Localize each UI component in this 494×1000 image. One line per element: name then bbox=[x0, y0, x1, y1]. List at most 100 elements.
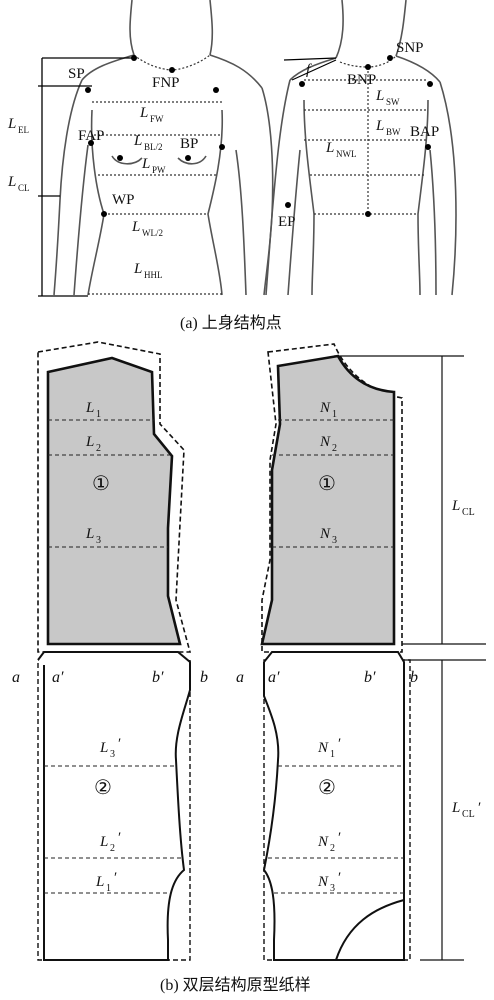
svg-text:L: L bbox=[131, 219, 140, 235]
left-lower-pattern bbox=[37, 651, 191, 961]
label-lbl2: L BL/2 bbox=[133, 133, 163, 152]
left-upper-number: ① bbox=[92, 473, 110, 495]
label-l1: L 1 bbox=[85, 400, 101, 420]
right-upper-number: ① bbox=[318, 473, 336, 495]
edge-label-aprime-left: a′ bbox=[52, 669, 64, 686]
left-lower-dashed-lines bbox=[44, 765, 182, 894]
front-dimension-bars bbox=[38, 57, 134, 297]
point-snp bbox=[387, 55, 393, 61]
svg-text:2: 2 bbox=[96, 443, 101, 454]
label-lclp-b: L CL ′ bbox=[451, 800, 481, 820]
svg-text:1: 1 bbox=[332, 409, 337, 420]
svg-text:3: 3 bbox=[110, 749, 115, 760]
svg-text:′: ′ bbox=[338, 870, 341, 886]
right-upper-shape bbox=[260, 354, 396, 646]
svg-text:N: N bbox=[319, 434, 331, 450]
svg-text:EL: EL bbox=[18, 125, 29, 135]
front-horizontal-lines bbox=[88, 101, 222, 295]
svg-text:L: L bbox=[85, 400, 94, 416]
point-back-shoulder-left bbox=[299, 81, 305, 87]
svg-text:CL: CL bbox=[462, 809, 475, 820]
front-bust-left bbox=[111, 155, 143, 165]
svg-text:N: N bbox=[317, 874, 329, 890]
svg-text:HHL: HHL bbox=[144, 270, 163, 280]
svg-text:L: L bbox=[133, 133, 142, 149]
svg-text:N: N bbox=[317, 740, 329, 756]
svg-text:L: L bbox=[85, 434, 94, 450]
label-n2p: N 2 ′ bbox=[317, 830, 341, 854]
front-body-figure bbox=[53, 0, 274, 296]
edge-label-bprime-left: b′ bbox=[152, 669, 164, 686]
label-angle-f: f bbox=[306, 62, 312, 78]
svg-text:L: L bbox=[451, 498, 460, 514]
svg-text:1: 1 bbox=[106, 883, 111, 894]
point-fnp bbox=[169, 67, 175, 73]
back-arm-right-outer bbox=[439, 81, 457, 296]
right-dimension-lines bbox=[334, 355, 486, 961]
front-neck-right bbox=[209, 0, 214, 56]
back-torso-left bbox=[303, 99, 315, 296]
label-lpw: L PW bbox=[141, 156, 166, 175]
angle-line-slope bbox=[291, 59, 337, 81]
svg-text:NWL: NWL bbox=[336, 149, 357, 159]
right-upper-pattern bbox=[260, 343, 403, 653]
label-bap: BAP bbox=[410, 124, 439, 140]
back-shoulder-left bbox=[289, 57, 337, 81]
label-bnp: BNP bbox=[347, 72, 376, 88]
angle-line-horizontal bbox=[283, 57, 337, 61]
point-bap bbox=[425, 144, 431, 150]
left-lower-shape bbox=[37, 651, 191, 961]
label-n3p: N 3 ′ bbox=[317, 870, 341, 894]
svg-text:FW: FW bbox=[150, 114, 164, 124]
edge-label-a-right: a bbox=[236, 669, 244, 686]
label-n1p: N 1 ′ bbox=[317, 736, 341, 760]
left-upper-seam-allowance bbox=[37, 341, 192, 653]
svg-text:L: L bbox=[141, 156, 150, 172]
left-upper-shape bbox=[46, 356, 182, 646]
back-arm-right-inner bbox=[429, 149, 437, 296]
label-l2p: L 2 ′ bbox=[99, 830, 121, 854]
edge-label-bprime-right: b′ bbox=[364, 669, 376, 686]
point-back-waist bbox=[365, 211, 371, 217]
label-lhhl: L HHL bbox=[133, 261, 163, 280]
caption-b: (b) 双层结构原型纸样 bbox=[160, 976, 311, 994]
label-lbw: L BW bbox=[375, 118, 401, 137]
svg-text:3: 3 bbox=[330, 883, 335, 894]
back-neck-right bbox=[395, 0, 407, 57]
back-body-figure bbox=[263, 0, 457, 296]
left-lower-outer-dashed bbox=[37, 659, 191, 961]
label-l3p: L 3 ′ bbox=[99, 736, 121, 760]
svg-text:L: L bbox=[133, 261, 142, 277]
back-neck-left bbox=[335, 0, 344, 59]
label-lfw: L FW bbox=[139, 105, 164, 124]
label-lsw: L SW bbox=[375, 88, 400, 107]
label-ep: EP bbox=[278, 214, 296, 230]
label-l2: L 2 bbox=[85, 434, 101, 454]
right-lower-shape bbox=[262, 651, 405, 961]
svg-text:′: ′ bbox=[114, 870, 117, 886]
label-l1p: L 1 ′ bbox=[95, 870, 117, 894]
svg-text:L: L bbox=[7, 174, 16, 190]
label-bp: BP bbox=[180, 136, 198, 152]
svg-text:N: N bbox=[317, 834, 329, 850]
svg-text:L: L bbox=[95, 874, 104, 890]
svg-text:PW: PW bbox=[152, 165, 166, 175]
right-lower-dashed-lines bbox=[268, 765, 404, 894]
point-wp bbox=[101, 211, 107, 217]
front-neck-left bbox=[129, 0, 135, 56]
svg-text:2: 2 bbox=[110, 843, 115, 854]
edge-label-b-right: b bbox=[410, 669, 418, 686]
label-n2: N 2 bbox=[319, 434, 337, 454]
svg-text:SW: SW bbox=[386, 97, 400, 107]
svg-text:L: L bbox=[325, 140, 334, 156]
edge-label-b-left: b bbox=[200, 669, 208, 686]
svg-text:CL: CL bbox=[18, 183, 30, 193]
label-lel: L EL bbox=[7, 116, 29, 135]
svg-text:N: N bbox=[319, 400, 331, 416]
svg-text:N: N bbox=[319, 526, 331, 542]
point-fap bbox=[88, 140, 94, 146]
front-shoulder-left bbox=[81, 54, 135, 81]
label-n3: N 3 bbox=[319, 526, 337, 546]
point-fap-right bbox=[219, 144, 225, 150]
